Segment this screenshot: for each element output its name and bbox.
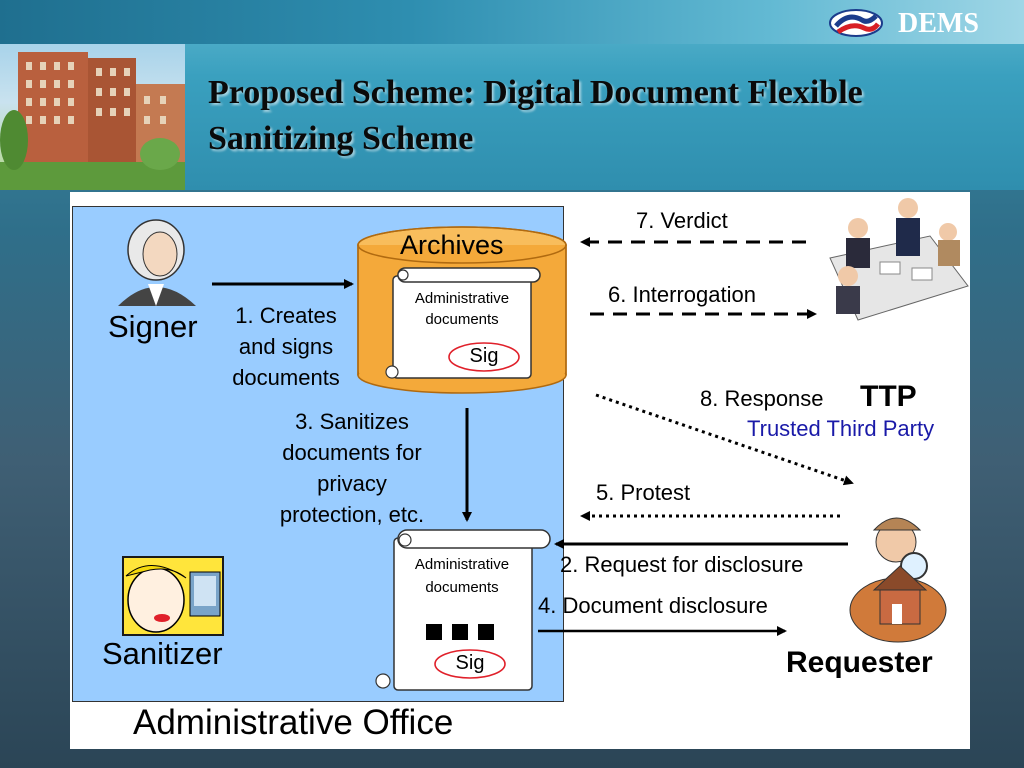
archive-sig-label: Sig bbox=[469, 345, 499, 367]
sanitizer-label: Sanitizer bbox=[102, 636, 223, 671]
ttp-label: TTP bbox=[860, 380, 917, 413]
step-1-line-3: documents bbox=[232, 365, 340, 390]
requester-label: Requester bbox=[786, 646, 933, 679]
step-1-line-2: and signs bbox=[238, 334, 334, 359]
doc-label-line-1: Administrative bbox=[414, 290, 510, 307]
signer-label: Signer bbox=[108, 309, 198, 344]
step-6-label: 6. Interrogation bbox=[608, 282, 756, 307]
step-3-line-3: privacy bbox=[317, 471, 387, 496]
document-scroll-icon bbox=[385, 267, 541, 379]
doc-label-line-2: documents bbox=[425, 311, 499, 328]
sanitized-sig-label: Sig bbox=[455, 652, 485, 674]
step-3-line-1: 3. Sanitizes bbox=[295, 409, 409, 434]
step-3-line-2: documents for bbox=[282, 440, 422, 465]
sanitizer-portrait-icon bbox=[122, 556, 224, 636]
ttp-meeting-icon bbox=[829, 198, 969, 321]
step-7-label: 7. Verdict bbox=[636, 208, 728, 233]
dems-logo-icon bbox=[829, 9, 883, 37]
office-label: Administrative Office bbox=[133, 703, 454, 742]
step-8-label: 8. Response bbox=[700, 386, 824, 411]
step-1-label: 1. Creates and signs documents bbox=[212, 300, 360, 393]
signer-portrait-icon bbox=[118, 219, 196, 306]
requester-detective-icon bbox=[849, 517, 947, 643]
title-line-2: Sanitizing Scheme bbox=[208, 120, 474, 157]
archive-doc-label: Administrative documents bbox=[398, 290, 526, 328]
sanitized-doc-label: Administrative documents bbox=[398, 556, 526, 596]
logo-text: DEMS bbox=[898, 8, 979, 39]
ttp-full-label: Trusted Third Party bbox=[747, 416, 935, 441]
campus-photo bbox=[0, 44, 185, 190]
step-4-label: 4. Document disclosure bbox=[538, 593, 768, 618]
archives-label: Archives bbox=[400, 230, 504, 260]
title-line-1: Proposed Scheme: Digital Document Flexib… bbox=[208, 74, 863, 111]
step-1-line-1: 1. Creates bbox=[235, 303, 337, 328]
sanitized-document-scroll-icon bbox=[375, 529, 551, 691]
doc-label-line-1: Administrative bbox=[414, 556, 510, 573]
step-2-label: 2. Request for disclosure bbox=[560, 552, 804, 577]
step-3-label: 3. Sanitizes documents for privacy prote… bbox=[256, 406, 448, 530]
step-3-line-4: protection, etc. bbox=[279, 502, 425, 527]
arrow-response bbox=[595, 393, 854, 486]
doc-label-line-2: documents bbox=[425, 579, 499, 596]
step-5-label: 5. Protest bbox=[596, 480, 691, 505]
slide-title: Proposed Scheme: Digital Document Flexib… bbox=[208, 70, 1008, 162]
